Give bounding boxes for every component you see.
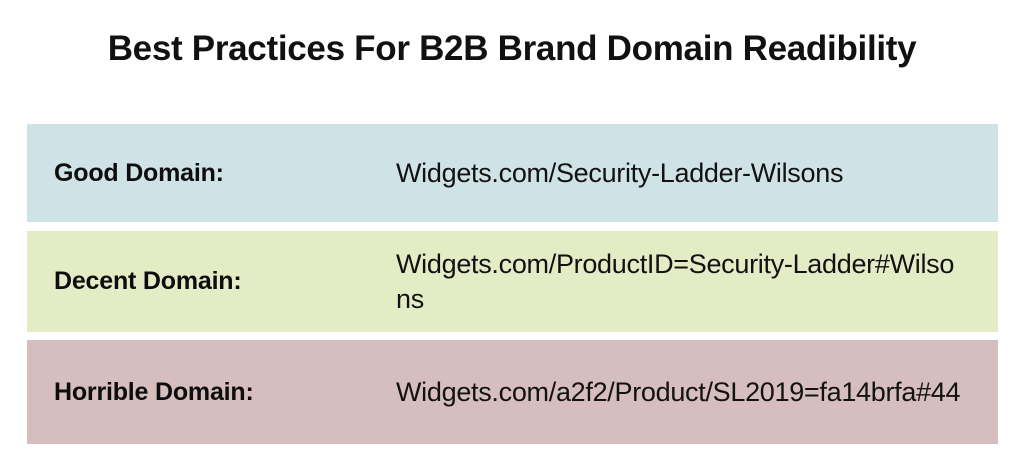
row-label-horrible: Horrible Domain: [54,377,254,406]
row-label-decent: Decent Domain: [54,267,242,295]
row-value-good: Widgets.com/Security-Ladder-Wilsons [396,157,844,188]
table-row: Decent Domain: Widgets.com/ProductID=Sec… [27,231,998,332]
row-label-good: Good Domain: [54,158,224,187]
page-title: Best Practices For B2B Brand Domain Read… [107,29,917,68]
table-row: Horrible Domain: Widgets.com/a2f2/Produc… [27,340,998,444]
table-row: Good Domain: Widgets.com/Security-Ladder… [27,124,998,222]
row-value-decent: Widgets.com/ProductID=Security-Ladder#Wi… [396,248,955,314]
row-value-horrible: Widgets.com/a2f2/Product/SL2019=fa14brfa… [396,376,961,407]
domain-table: Good Domain: Widgets.com/Security-Ladder… [27,124,998,444]
